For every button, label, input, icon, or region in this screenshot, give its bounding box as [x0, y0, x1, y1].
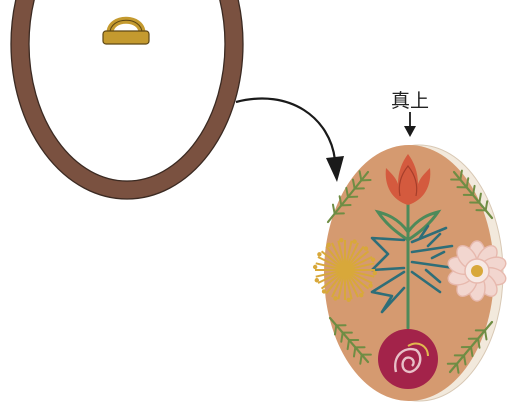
embroidery-hoop-icon	[11, 0, 243, 199]
hoop-frame	[11, 0, 243, 199]
embroidered-hoop-icon	[313, 145, 508, 401]
top-marker: 真上	[391, 90, 429, 137]
rose-motif	[378, 329, 438, 389]
top-marker-label: 真上	[391, 90, 429, 112]
hanger-icon	[103, 20, 149, 44]
curved-arrow-icon	[236, 99, 344, 182]
